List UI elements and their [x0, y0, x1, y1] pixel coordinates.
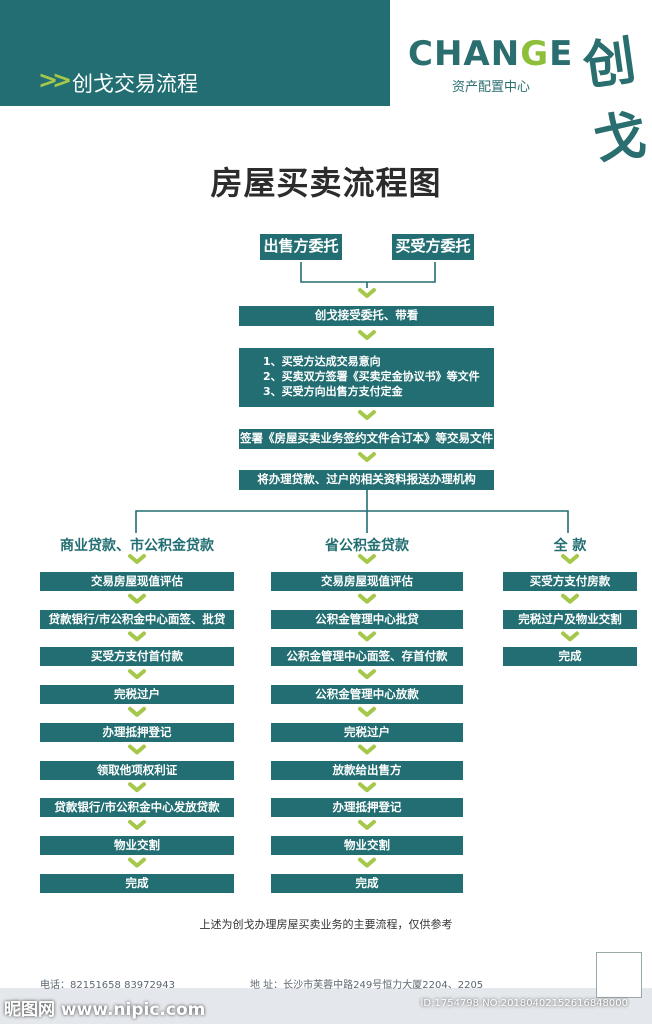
down-arrow-icon	[358, 857, 376, 868]
step-commercial-loan: 办理抵押登记	[40, 722, 234, 742]
logo: CHANGE 资产配置中心 创戈	[390, 0, 652, 172]
down-arrow-icon	[358, 593, 376, 604]
step-full-payment: 完税过户及物业交割	[503, 609, 637, 629]
down-arrow-icon	[561, 554, 579, 564]
submit-materials-box: 将办理贷款、过户的相关资料报送办理机构	[239, 470, 494, 490]
step-provincial-fund: 交易房屋现值评估	[271, 572, 463, 591]
down-arrow-icon	[128, 744, 146, 755]
step-provincial-fund: 放款给出售方	[271, 760, 463, 780]
down-arrow-icon	[358, 288, 376, 298]
seller-entrust-box: 出售方委托	[260, 234, 342, 260]
deposit-step-3: 3、买受方向出售方支付定金	[263, 385, 403, 398]
step-provincial-fund: 完税过户	[271, 722, 463, 742]
step-commercial-loan: 交易房屋现值评估	[40, 572, 234, 591]
buyer-entrust-box: 买受方委托	[392, 234, 474, 260]
down-arrow-icon	[358, 819, 376, 830]
footer-phone: 电话：82151658 83972943	[40, 980, 175, 991]
footer-strip	[0, 988, 652, 1024]
step-full-payment: 买受方支付房款	[503, 572, 637, 591]
down-arrow-icon	[128, 669, 146, 680]
footer-address: 地 址：长沙市芙蓉中路249号恒力大厦2204、2205	[250, 980, 484, 991]
footnote: 上述为创戈办理房屋买卖业务的主要流程，仅供参考	[199, 918, 453, 931]
down-arrow-icon	[128, 554, 146, 564]
header-bar: >> 创戈交易流程 CHANGE 资产配置中心 创戈	[0, 0, 652, 172]
deposit-steps-box: 1、买受方达成交易意向 2、买卖双方签署《买卖定金协议书》等文件 3、买受方向出…	[239, 348, 494, 407]
down-arrow-icon	[358, 706, 376, 717]
down-arrow-icon	[358, 631, 376, 642]
down-arrow-icon	[128, 593, 146, 604]
step-provincial-fund: 公积金管理中心面签、存首付款	[271, 647, 463, 667]
step-provincial-fund: 物业交割	[271, 835, 463, 855]
page-title: 房屋买卖流程图	[210, 164, 442, 202]
step-commercial-loan: 买受方支付首付款	[40, 647, 234, 667]
step-provincial-fund: 办理抵押登记	[271, 798, 463, 818]
down-arrow-icon	[561, 593, 579, 604]
down-arrow-icon	[561, 631, 579, 642]
step-provincial-fund: 完成	[271, 873, 463, 893]
logo-text: CHANGE	[408, 34, 574, 74]
column-header-full-payment: 全 款	[553, 538, 587, 554]
watermark-text: 昵图网 www.nipic.com	[4, 1000, 206, 1020]
sign-documents-box: 签署《房屋买卖业务签约文件合订本》等交易文件	[239, 429, 494, 449]
logo-subtitle: 资产配置中心	[452, 80, 531, 95]
down-arrow-icon	[358, 782, 376, 793]
down-arrow-icon	[358, 554, 376, 564]
down-arrow-icon	[358, 744, 376, 755]
step-provincial-fund: 公积金管理中心放款	[271, 685, 463, 705]
down-arrow-icon	[128, 857, 146, 868]
watermark-id: ID:1754798 NO:20180402152616848000	[420, 998, 628, 1009]
column-header-provincial-fund: 省公积金贷款	[325, 538, 409, 554]
step-commercial-loan: 完税过户	[40, 685, 234, 705]
step-commercial-loan: 贷款银行/市公积金中心发放贷款	[40, 798, 234, 818]
qr-code	[596, 952, 642, 998]
down-arrow-icon	[128, 819, 146, 830]
accept-entrust-box: 创戈接受委托、带看	[239, 306, 494, 326]
down-arrow-icon	[358, 410, 376, 420]
down-arrow-icon	[358, 452, 376, 462]
step-commercial-loan: 贷款银行/市公积金中心面签、批贷	[40, 609, 234, 629]
down-arrow-icon	[358, 669, 376, 680]
down-arrow-icon	[128, 782, 146, 793]
header-subtitle: 创戈交易流程	[72, 72, 198, 96]
step-provincial-fund: 公积金管理中心批贷	[271, 609, 463, 629]
down-arrow-icon	[128, 706, 146, 717]
down-arrow-icon	[358, 330, 376, 340]
column-header-commercial-loan: 商业贷款、市公积金贷款	[60, 538, 214, 554]
step-full-payment: 完成	[503, 647, 637, 667]
deposit-step-2: 2、买卖双方签署《买卖定金协议书》等文件	[263, 370, 480, 383]
step-commercial-loan: 物业交割	[40, 835, 234, 855]
deposit-step-1: 1、买受方达成交易意向	[263, 355, 381, 368]
down-arrow-icon	[128, 631, 146, 642]
step-commercial-loan: 完成	[40, 873, 234, 893]
step-commercial-loan: 领取他项权利证	[40, 760, 234, 780]
